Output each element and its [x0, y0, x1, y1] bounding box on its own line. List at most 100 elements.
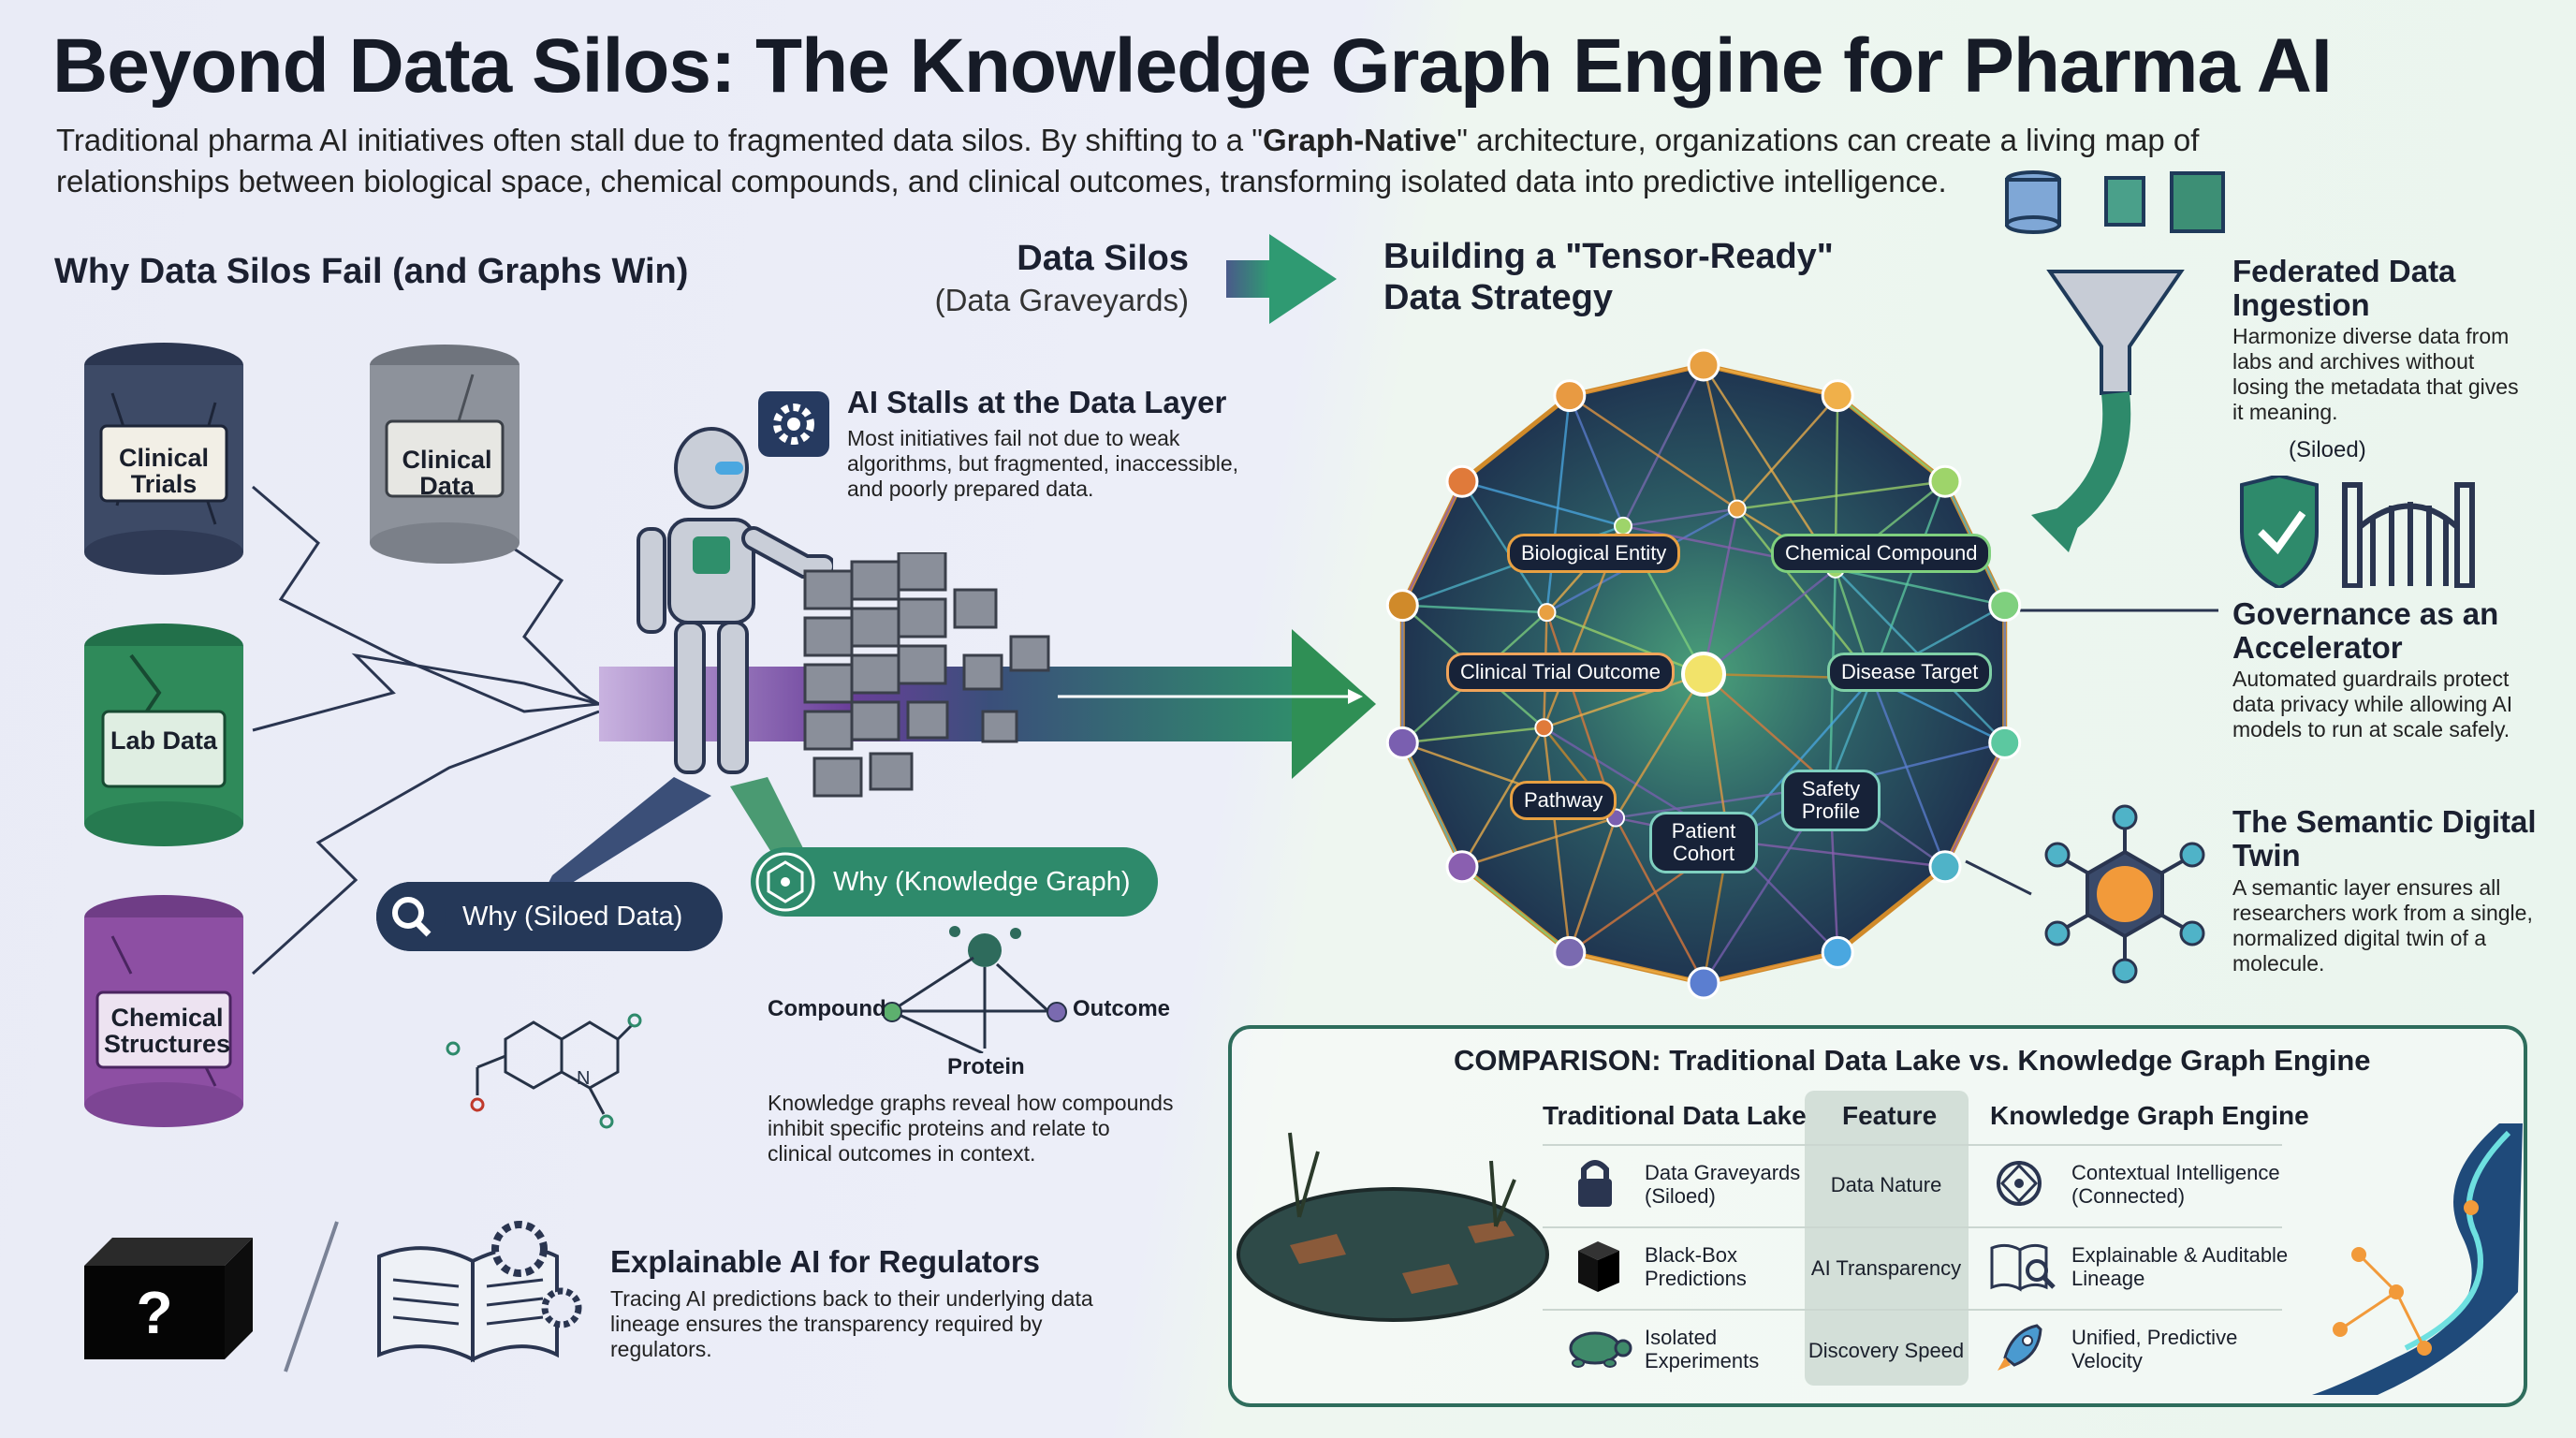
- graph-edge: [1543, 672, 1705, 729]
- river-network-image: [2312, 1123, 2523, 1395]
- graph-node: [1553, 935, 1587, 969]
- row3-traditional: Isolated Experiments: [1645, 1326, 1760, 1372]
- graph-node: [1928, 464, 1962, 498]
- governance-text: Automated guardrails protect data privac…: [2232, 667, 2513, 741]
- graph-edge: [1461, 865, 1571, 954]
- graph-edge: [1702, 364, 1738, 509]
- graph-node: [1928, 850, 1962, 884]
- kg-outcome-node: [1046, 1002, 1067, 1022]
- graph-edge: [1837, 394, 1946, 483]
- graph-edge: [1545, 395, 1572, 613]
- black-box-icon: ?: [84, 1238, 253, 1359]
- graph-edge: [1837, 865, 1946, 954]
- book-gears-icon: [377, 1221, 582, 1363]
- node-chemical-compound: Chemical Compound: [1771, 534, 1992, 573]
- row-divider: [1543, 1144, 2282, 1146]
- swamp-image: [1237, 1132, 1549, 1322]
- graph-edge: [1614, 673, 1705, 819]
- strategy-title: Building a "Tensor-Ready" Data Strategy: [1383, 237, 1834, 317]
- row1-graph: Contextual Intelligence (Connected): [2071, 1161, 2280, 1208]
- graph-edge: [1401, 741, 1464, 868]
- graph-node: [1687, 348, 1720, 382]
- feature-column-bg: [1805, 1091, 1969, 1386]
- graph-node: [1385, 726, 1419, 759]
- comparison-title: COMPARISON: Traditional Data Lake vs. Kn…: [1454, 1044, 2371, 1077]
- data-silos-subtitle: (Data Graveyards): [934, 283, 1189, 317]
- graph-node: [1553, 379, 1587, 413]
- why-siloed-pill: Why (Siloed Data): [376, 882, 723, 951]
- graph-node: [1537, 603, 1557, 623]
- graph-edge: [1402, 726, 1544, 744]
- twin-title: The Semantic Digital Twin: [2232, 804, 2537, 873]
- molecule-icon: N: [446, 1013, 642, 1129]
- ai-stalls-title: AI Stalls at the Data Layer: [847, 385, 1227, 419]
- twin-text: A semantic layer ensures all researchers…: [2232, 875, 2533, 976]
- network-icon: [755, 852, 815, 912]
- explainable-text: Tracing AI predictions back to their und…: [610, 1286, 1093, 1361]
- header-feature: Feature: [1842, 1101, 1938, 1130]
- ingestion-funnel-icon: [2005, 170, 2225, 552]
- book-search-icon: [1990, 1243, 2056, 1292]
- row1-traditional: Data Graveyards (Siloed): [1645, 1161, 1801, 1208]
- graph-node: [1445, 850, 1479, 884]
- row2-graph: Explainable & Auditable Lineage: [2071, 1243, 2289, 1290]
- graph-edge: [1568, 817, 1617, 953]
- network-icon: [1997, 1161, 2042, 1206]
- data-silos-title: Data Silos: [1017, 239, 1189, 278]
- explainable-title: Explainable AI for Regulators: [610, 1244, 1041, 1279]
- graph-edge: [1735, 394, 1839, 510]
- digital-twin-molecule-icon: [2044, 804, 2205, 984]
- graph-edge: [1703, 673, 1831, 787]
- black-box-question: ?: [136, 1279, 172, 1346]
- why-siloed-label: Why (Siloed Data): [462, 901, 683, 932]
- row2-feature: AI Transparency: [1810, 1256, 1962, 1280]
- kg-mini-diagram: [890, 926, 1060, 1053]
- row3-graph: Unified, Predictive Velocity: [2071, 1326, 2238, 1372]
- graph-edge: [1460, 480, 1548, 613]
- shield-gate-icon: [2240, 476, 2475, 588]
- graph-edge: [1402, 604, 1547, 614]
- turtle-icon: [1569, 1331, 1632, 1368]
- graph-edge: [1736, 480, 1946, 510]
- graph-node: [1988, 589, 2022, 623]
- graph-edge: [1401, 480, 1464, 607]
- gear-icon: [758, 391, 829, 457]
- magnifier-icon: [376, 882, 446, 951]
- node-clinical-trial-outcome: Clinical Trial Outcome: [1446, 653, 1675, 692]
- graph-edge: [1703, 567, 1837, 675]
- intro-paragraph: Traditional pharma AI initiatives often …: [56, 120, 2303, 202]
- kg-protein-label: Protein: [947, 1054, 1025, 1079]
- graph-edge: [1569, 951, 1705, 985]
- robot-icon: [637, 427, 833, 774]
- graph-edge: [1461, 480, 1624, 528]
- ingestion-text: Harmonize diverse data from labs and arc…: [2232, 324, 2519, 424]
- row-divider: [1543, 1309, 2282, 1311]
- graph-edge: [1614, 816, 1705, 984]
- page-title: Beyond Data Silos: The Knowledge Graph E…: [52, 23, 2333, 109]
- node-patient-cohort: Patient Cohort: [1649, 812, 1758, 873]
- graph-edge: [1568, 395, 1625, 527]
- row2-traditional: Black-Box Predictions: [1645, 1243, 1747, 1290]
- graph-node: [1445, 464, 1479, 498]
- kg-compound-node: [882, 1002, 902, 1022]
- graph-node: [1385, 589, 1419, 623]
- graph-node: [1613, 516, 1632, 536]
- graph-edge: [1835, 567, 2005, 607]
- silo-lab-data-icon: [84, 624, 243, 846]
- kg-compound-label: Compound: [768, 996, 886, 1021]
- graph-node: [1821, 379, 1854, 413]
- intro-text-1: Traditional pharma AI initiatives often …: [56, 123, 1264, 157]
- graph-edge: [1828, 678, 1874, 786]
- node-pathway: Pathway: [1510, 781, 1617, 820]
- lock-icon: [1578, 1160, 1612, 1207]
- graph-node: [1534, 718, 1554, 738]
- row1-feature: Data Nature: [1830, 1173, 1942, 1196]
- graph-node: [1821, 935, 1854, 969]
- graph-edge: [1943, 741, 2006, 868]
- graph-edge: [1569, 394, 1738, 510]
- data-wall-icon: [803, 552, 1050, 798]
- graph-edge: [1703, 363, 1838, 397]
- graph-edge: [1703, 951, 1838, 985]
- why-graph-label: Why (Knowledge Graph): [833, 866, 1131, 897]
- silo-label-clinical-data: Clinical Data: [402, 446, 492, 500]
